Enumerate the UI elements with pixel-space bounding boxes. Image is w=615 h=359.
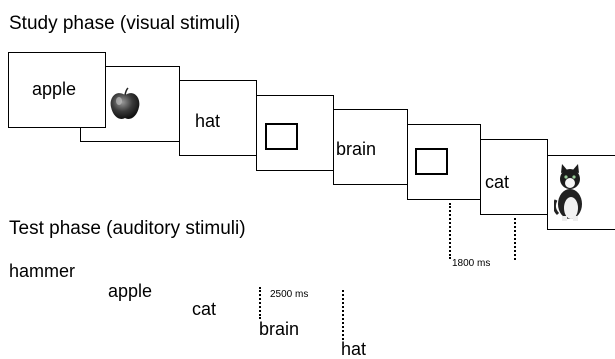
test-word-brain: brain (259, 319, 300, 339)
study-interval-marker-end (514, 218, 516, 260)
study-phase-heading: Study phase (visual stimuli) (9, 13, 241, 34)
apple-icon (110, 87, 140, 119)
test-word-cat: cat (192, 299, 217, 319)
study-card-brain-word: brain (333, 109, 408, 185)
study-card-apple-word: apple (8, 52, 106, 128)
study-card-cat-picture (547, 155, 615, 230)
study-card-square-1 (256, 95, 334, 171)
test-interval-label: 2500 ms (270, 289, 309, 300)
study-card-square-2 (407, 124, 481, 200)
study-word-apple: apple (32, 79, 77, 99)
empty-square-icon (415, 148, 448, 175)
study-word-brain: brain (336, 139, 377, 159)
test-interval-marker-start (259, 287, 261, 319)
study-interval-label: 1800 ms (452, 258, 491, 269)
test-interval-marker-end (342, 290, 344, 340)
test-phase-heading: Test phase (auditory stimuli) (9, 218, 246, 239)
test-word-apple: apple (108, 281, 153, 301)
test-word-hat: hat (341, 339, 367, 359)
study-card-hat-word: hat (179, 80, 257, 156)
study-interval-marker-start (449, 203, 451, 259)
test-word-hammer: hammer (9, 261, 76, 281)
empty-square-icon (265, 123, 298, 150)
cat-icon (554, 164, 582, 221)
study-word-cat: cat (485, 172, 510, 192)
study-card-cat-word: cat (480, 139, 548, 215)
study-word-hat: hat (195, 111, 221, 131)
